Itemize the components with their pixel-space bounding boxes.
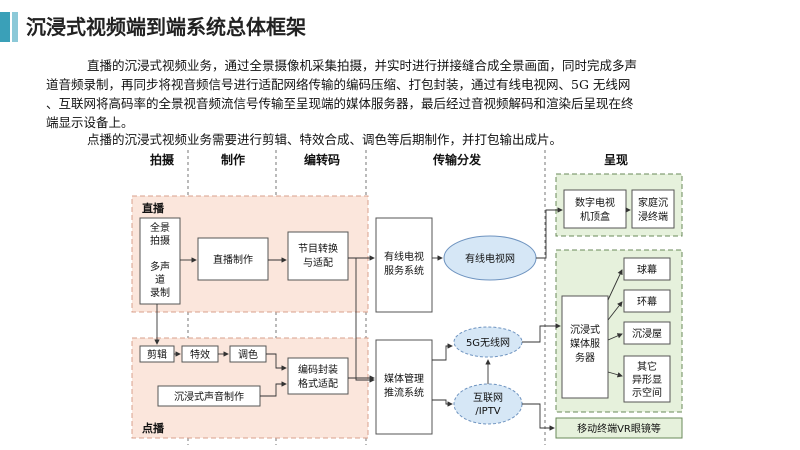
stage-distribution: 传输分发 [432, 152, 482, 167]
edge-net-stb [536, 207, 563, 259]
live-production-label: 直播制作 [213, 253, 253, 266]
stage-presentation: 呈现 [604, 152, 628, 167]
capture-box [139, 217, 181, 305]
media-server-label: 沉浸式媒体服务器 [570, 323, 600, 364]
edge-grading-encode [266, 353, 287, 371]
vod-label: 点播 [142, 421, 165, 435]
effects-label: 特效 [190, 348, 210, 361]
media-server-box [561, 295, 609, 399]
home-terminal-label: 家庭沉浸终端 [638, 196, 668, 223]
paragraph-line-3: 、互联网将高码率的全景视音频流信号传输至呈现端的媒体服务器，最后经过音视频解码和… [46, 96, 634, 111]
ring-box [623, 289, 671, 313]
cable-network-label: 有线电视网 [465, 252, 515, 265]
edge-server-ring [607, 301, 623, 321]
edge-audio-encode [260, 381, 287, 397]
capture-panorama-label: 全景拍摄 [150, 221, 170, 247]
live-label: 直播 [142, 201, 165, 215]
paragraph-line-2: 道音频录制，再同步将视音频信号进行适配网络传输的编码压缩、打包封装，通过有线电视… [46, 77, 631, 92]
cable-system-box [375, 217, 433, 313]
internet-label: 互联网/IPTV [473, 392, 503, 417]
mobile-vr-label: 移动终端VR眼镜等 [577, 422, 661, 435]
media-mgmt-box [375, 339, 433, 435]
program-convert-box [287, 231, 349, 281]
paragraph-line-4: 端显示设备上。 [46, 115, 134, 130]
edge-server-dome [607, 269, 623, 301]
stb-label: 数字电视机顶盒 [575, 196, 615, 223]
home-terminal-box [631, 189, 675, 229]
edit-label: 剪辑 [147, 348, 167, 361]
edge-convert-media [355, 258, 375, 383]
edge-media-internet [432, 399, 453, 407]
paragraph-line-1: 直播的沉浸式视频业务，通过全景摄像机采集拍摄，并实时进行拼接缝合成全景画面，同时… [87, 58, 638, 73]
stage-transcode: 编转码 [303, 152, 340, 167]
title-accent [0, 12, 18, 42]
stage-production: 制作 [221, 152, 245, 167]
grading-label: 调色 [238, 348, 258, 361]
audio-production-label: 沉浸式声音制作 [174, 390, 244, 403]
capture-audio-label: 多声道录制 [150, 260, 170, 299]
room-box [623, 321, 671, 345]
ring-label: 环幕 [637, 295, 657, 308]
edge-server-room [607, 333, 623, 341]
encode-pack-box [287, 357, 349, 395]
stb-box [563, 189, 627, 229]
media-mgmt-label: 媒体管理推流系统 [384, 372, 424, 399]
edge-server-other [607, 371, 623, 378]
dome-label: 球幕 [637, 263, 657, 276]
other-label: 其它异形显示空间 [632, 360, 662, 399]
paragraph-line-5: 点播的沉浸式视频业务需要进行剪辑、特效合成、调色等后期制作，并打包输出成片。 [87, 132, 563, 147]
dome-box [623, 257, 671, 281]
edge-media-5g [432, 343, 453, 361]
stage-capture: 拍摄 [150, 152, 175, 167]
internet-node [453, 383, 523, 425]
mobile-vr-box [555, 417, 683, 439]
cable-system-label: 有线电视服务系统 [384, 250, 424, 277]
edge-internet-mobile [522, 403, 555, 431]
program-convert-label: 节目转换与适配 [298, 242, 338, 269]
net-5g-label: 5G无线网 [466, 336, 510, 349]
room-label: 沉浸屋 [632, 327, 662, 340]
edge-5g-server [522, 323, 561, 343]
encode-pack-label: 编码封装格式适配 [298, 363, 338, 390]
other-box [623, 355, 671, 403]
page-title: 沉浸式视频端到端系统总体框架 [26, 15, 306, 39]
live-production-box [197, 237, 269, 281]
